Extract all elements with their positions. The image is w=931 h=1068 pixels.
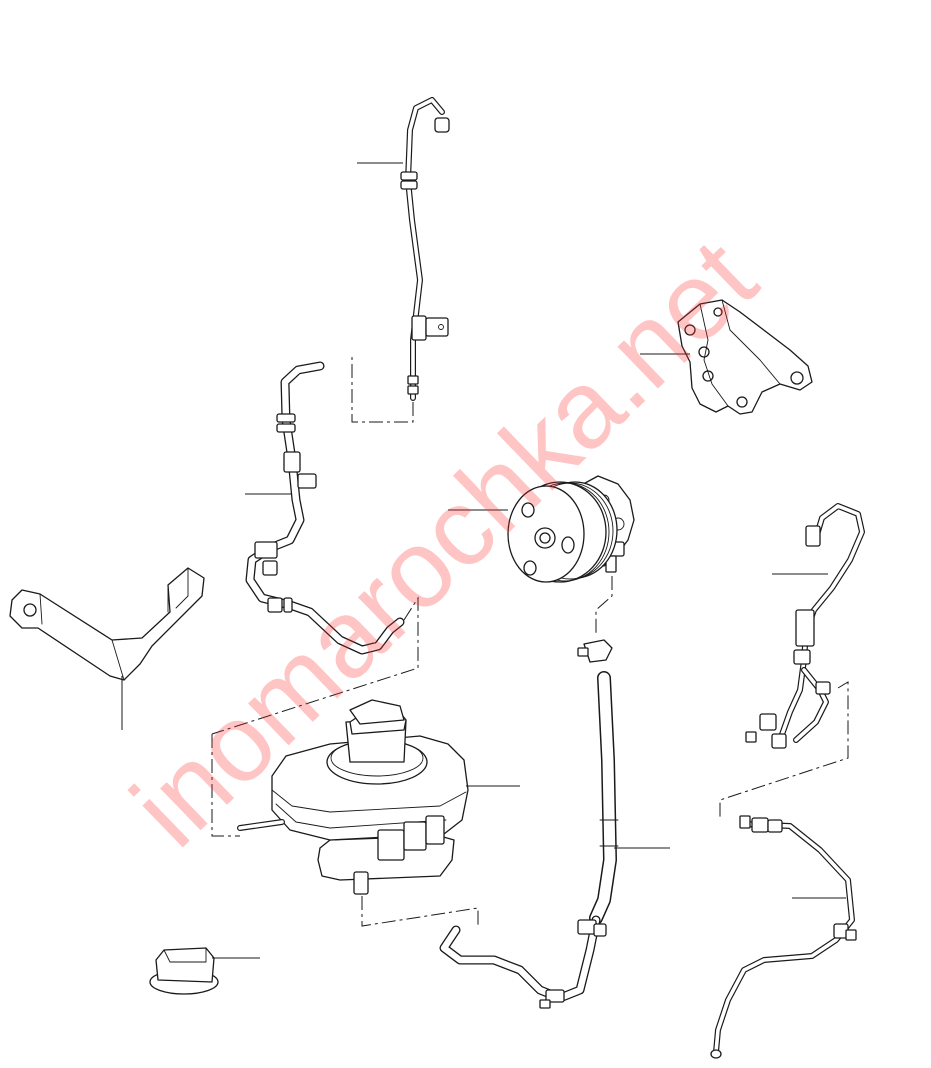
fluid-reservoir — [237, 699, 469, 895]
dash-reservoir-bottom — [361, 896, 479, 928]
dash-upper-pipe — [351, 356, 414, 423]
power-steering-pump — [507, 475, 635, 583]
dash-middle-hose — [211, 596, 419, 735]
right-pressure-hose — [745, 503, 865, 749]
pump-mounting-bracket — [677, 299, 813, 415]
middle-hose-assembly — [245, 361, 405, 655]
dash-pump — [595, 576, 613, 636]
return-hose-assembly — [439, 639, 619, 1009]
dash-reservoir-left — [211, 734, 240, 837]
left-bracket — [9, 567, 205, 681]
cooler-pipe — [710, 815, 857, 1059]
reservoir-cap — [149, 947, 219, 995]
upper-pressure-pipe — [400, 97, 450, 401]
dash-right-hose — [719, 681, 849, 820]
